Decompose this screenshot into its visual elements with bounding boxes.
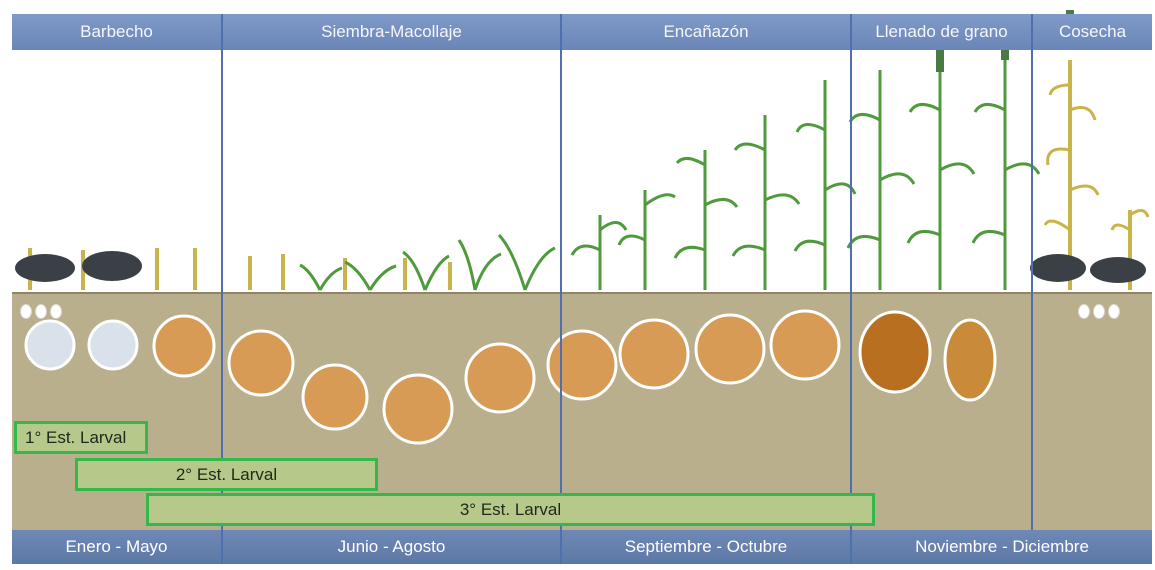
- month-label: Septiembre - Octubre: [625, 537, 788, 557]
- phase-header-llenado: Llenado de grano: [852, 14, 1031, 50]
- egg-cluster: [1078, 304, 1120, 319]
- larval-stage-label: 1° Est. Larval: [25, 428, 126, 448]
- phase-header-cosecha: Cosecha: [1033, 14, 1152, 50]
- phase-label: Llenado de grano: [875, 22, 1007, 42]
- phase-divider: [850, 14, 852, 564]
- month-label: Enero - Mayo: [65, 537, 167, 557]
- egg: [1078, 304, 1090, 319]
- larval-stage-3-bar: 3° Est. Larval: [146, 493, 875, 526]
- month-label: Junio - Agosto: [338, 537, 446, 557]
- phase-label: Siembra-Macollaje: [321, 22, 462, 42]
- phase-label: Barbecho: [80, 22, 153, 42]
- larval-stage-1-bar: 1° Est. Larval: [14, 421, 148, 454]
- larval-stage-2-bar: 2° Est. Larval: [75, 458, 378, 491]
- phase-label: Cosecha: [1059, 22, 1126, 42]
- month-footer-noviembre-diciembre: Noviembre - Diciembre: [852, 530, 1152, 564]
- phase-divider: [1031, 14, 1033, 564]
- phase-header-encanazon: Encañazón: [562, 14, 850, 50]
- egg-cluster: [20, 304, 62, 319]
- egg: [1108, 304, 1120, 319]
- phase-divider: [560, 14, 562, 564]
- month-footer-septiembre-octubre: Septiembre - Octubre: [562, 530, 850, 564]
- phase-label: Encañazón: [663, 22, 748, 42]
- larval-stage-label: 2° Est. Larval: [176, 465, 277, 485]
- egg: [35, 304, 47, 319]
- larval-stage-label: 3° Est. Larval: [460, 500, 561, 520]
- egg: [1093, 304, 1105, 319]
- sky-area: [12, 50, 1152, 295]
- phase-header-siembra: Siembra-Macollaje: [223, 14, 560, 50]
- egg: [50, 304, 62, 319]
- phase-header-barbecho: Barbecho: [12, 14, 221, 50]
- egg: [20, 304, 32, 319]
- month-label: Noviembre - Diciembre: [915, 537, 1089, 557]
- month-footer-enero-mayo: Enero - Mayo: [12, 530, 221, 564]
- month-footer-junio-agosto: Junio - Agosto: [223, 530, 560, 564]
